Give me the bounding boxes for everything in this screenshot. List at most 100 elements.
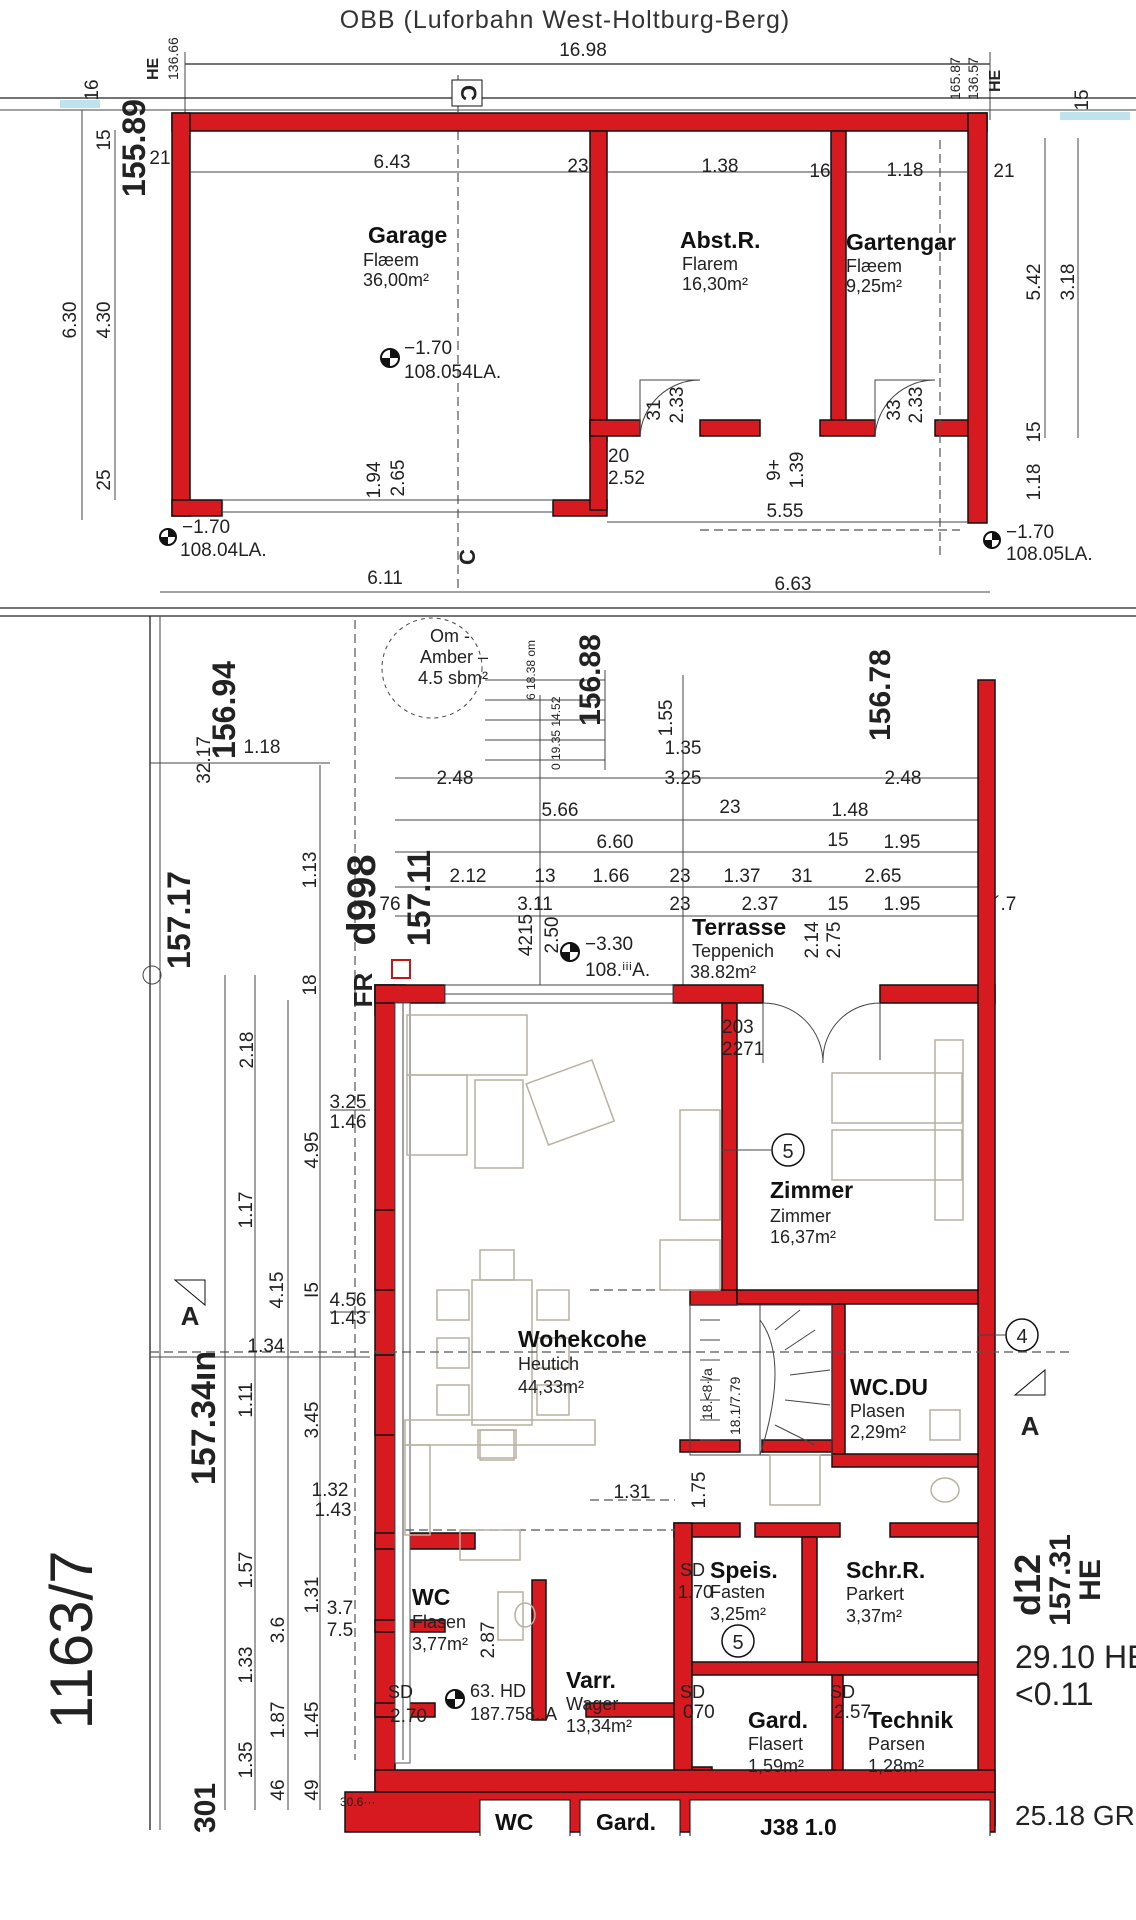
dim-287: 2.87: [478, 1622, 499, 1659]
dim-166: 1.66: [593, 866, 630, 887]
dim-36: 3.6: [268, 1617, 289, 1643]
dim-113: 1.13: [300, 852, 321, 889]
room-abstr-name: Abst.R.: [680, 227, 761, 253]
sd-label-3: SD: [830, 1682, 855, 1702]
sd-label-1: SD: [680, 1560, 705, 1580]
dim-195a: 1.95: [884, 832, 921, 853]
room-wc-area: 3,77m²: [412, 1634, 468, 1654]
room-gard2-name: Gard.: [596, 1809, 656, 1835]
dim-23d: 23: [669, 894, 690, 915]
garage-block-walls: [171, 112, 988, 524]
room-wc2-name: WC: [495, 1809, 533, 1835]
dim-37: 3.7: [327, 1598, 353, 1619]
dim-257: 2.57: [834, 1702, 871, 1723]
dim-456: 4.56: [330, 1290, 367, 1311]
dim-20: 20: [608, 446, 629, 467]
room-gard-area: 1,59m²: [748, 1756, 804, 1776]
level-marker-garage: [380, 348, 400, 368]
dim-132: 1.32: [312, 1480, 349, 1501]
elev-157-17: 157.17: [161, 871, 197, 969]
stair-top-a: 6 18.38 om: [524, 640, 538, 700]
level-marker-right: [983, 531, 1001, 549]
dim-250: 2.50: [542, 917, 563, 954]
dim-248a: 2.48: [437, 768, 474, 789]
dim-131b: 1.31: [302, 1577, 323, 1614]
dim-630: 6.30: [60, 302, 81, 339]
room-wcdu-name: WC.DU: [850, 1374, 928, 1400]
dim-94: 9+: [764, 459, 785, 481]
room-terrasse-area: 38.82m²: [690, 962, 756, 982]
room-varr-name: Varr.: [566, 1667, 616, 1693]
level-marker-hd: [445, 1689, 465, 1709]
terrace-dimension-lines: [150, 675, 980, 985]
elev-157-11: 157.11: [401, 850, 437, 946]
dim-252: 2.52: [608, 468, 645, 489]
dim-139: 1.39: [787, 452, 808, 489]
level-hd-a: 63. HD: [470, 1681, 526, 1701]
he-left-value: 136.66: [165, 37, 181, 80]
dim-233a: 2.33: [667, 387, 688, 424]
dim-663: 6.63: [775, 574, 812, 595]
dim-143b: 1.43: [315, 1500, 352, 1521]
room-wc-sub: Flasen: [412, 1612, 466, 1632]
dim-275: 2.75: [824, 922, 845, 959]
dim-430: 4.30: [94, 302, 115, 339]
dim-137: 1.37: [724, 866, 761, 887]
dim-75: 7.5: [327, 1620, 353, 1641]
room-speis-sub: Fasten: [710, 1582, 765, 1602]
level-marker-terrace: [560, 942, 580, 962]
dim-3561: 30.6···: [340, 1795, 375, 1809]
room-speis-area: 3,25m²: [710, 1604, 766, 1624]
label-011: <0.11: [1015, 1676, 1094, 1712]
room-garage-sub: Flæem: [363, 250, 419, 270]
elev-155-89: 155.89: [116, 99, 152, 197]
dim-23a: 23: [567, 156, 588, 177]
dim-15b: 15: [94, 129, 115, 150]
dim-117: 1.17: [236, 1192, 257, 1229]
room-gard-sub: Flasert: [748, 1734, 803, 1754]
elev-156-94: 156.94: [206, 661, 242, 759]
dim-21b: 21: [993, 161, 1014, 182]
dim-131: 1.31: [614, 1482, 651, 1503]
om-box-line2: Amber –: [420, 647, 488, 667]
dim-76: 76: [379, 894, 400, 915]
dim-218: 2.18: [237, 1032, 258, 1069]
dim-21a: 21: [149, 148, 170, 169]
level-hd-b: 187.758..A: [470, 1704, 557, 1724]
dim-660: 6.60: [597, 832, 634, 853]
dim-15d: 15: [827, 830, 848, 851]
he-right-mark: HE: [987, 69, 1004, 92]
dim-265b: 2.65: [865, 866, 902, 887]
room-schrr-name: Schr.R.: [846, 1557, 925, 1583]
room-abstr-sub: Flarem: [682, 254, 738, 274]
room-technik-name: Technik: [868, 1707, 953, 1733]
dim-33: 33: [884, 399, 905, 420]
room-garage-name: Garage: [368, 222, 447, 248]
dim-146: 1.46: [330, 1112, 367, 1133]
dim-49: 49: [302, 1779, 323, 1800]
level-garage-a: −1.70: [404, 338, 452, 359]
room-wohekcohe-sub: Heutich: [518, 1354, 579, 1374]
circle-number-4: 4: [1016, 1326, 1027, 1348]
circle-number-5b: 5: [732, 1632, 743, 1654]
room-gartengar-name: Gartengar: [846, 229, 956, 255]
room-garage-area: 36,00m²: [363, 270, 429, 290]
room-abstr-area: 16,30m²: [682, 274, 748, 294]
dim-157: 1.57: [236, 1552, 257, 1589]
dim-325b: 3.25: [330, 1092, 367, 1113]
dim-233b: 2.33: [906, 387, 927, 424]
dim-212: 2.12: [450, 866, 487, 887]
label-fr: FR: [348, 972, 378, 1007]
he-left-mark: HE: [145, 57, 162, 80]
room-gard-name: Gard.: [748, 1707, 808, 1733]
dim-175: 1.75: [689, 1472, 710, 1509]
header-title: OBB (Luforbahn West-Holtburg-Berg): [340, 6, 790, 34]
dim-170: 1.70: [678, 1582, 713, 1602]
dim-270: 2.70: [390, 1706, 427, 1727]
dim-187: 1.87: [268, 1702, 289, 1739]
dim-3217: 32.17: [194, 736, 215, 784]
dim-311: 3.11: [517, 894, 553, 915]
level-garage-b: 108.054LA.: [404, 362, 501, 383]
label-d998: d998: [340, 854, 384, 945]
